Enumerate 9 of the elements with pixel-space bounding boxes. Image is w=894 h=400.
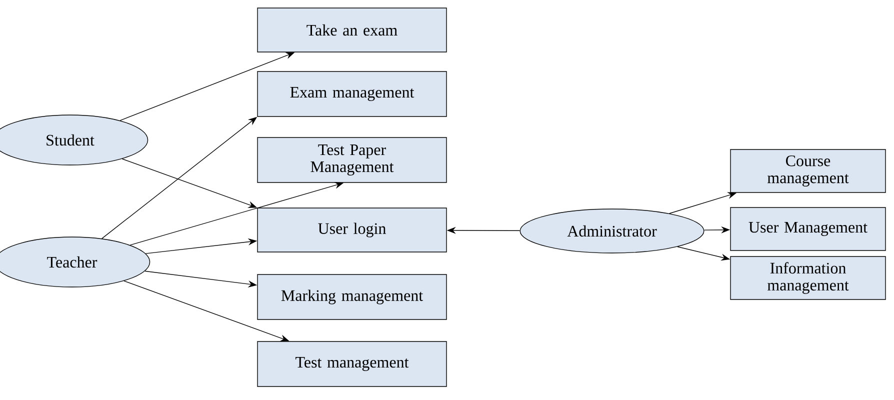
use-case-box: Test Paper Management	[257, 137, 447, 183]
use-case-box: User Management	[730, 207, 886, 251]
use-case-box: Marking management	[257, 274, 447, 320]
use-case-box: Course management	[730, 149, 886, 193]
use-case-box: Test management	[257, 341, 447, 387]
use-case-box: Exam management	[257, 71, 447, 117]
use-case-box: Information management	[730, 256, 886, 300]
use-case-box: Take an exam	[257, 8, 447, 52]
use-case-box: User login	[257, 208, 447, 252]
